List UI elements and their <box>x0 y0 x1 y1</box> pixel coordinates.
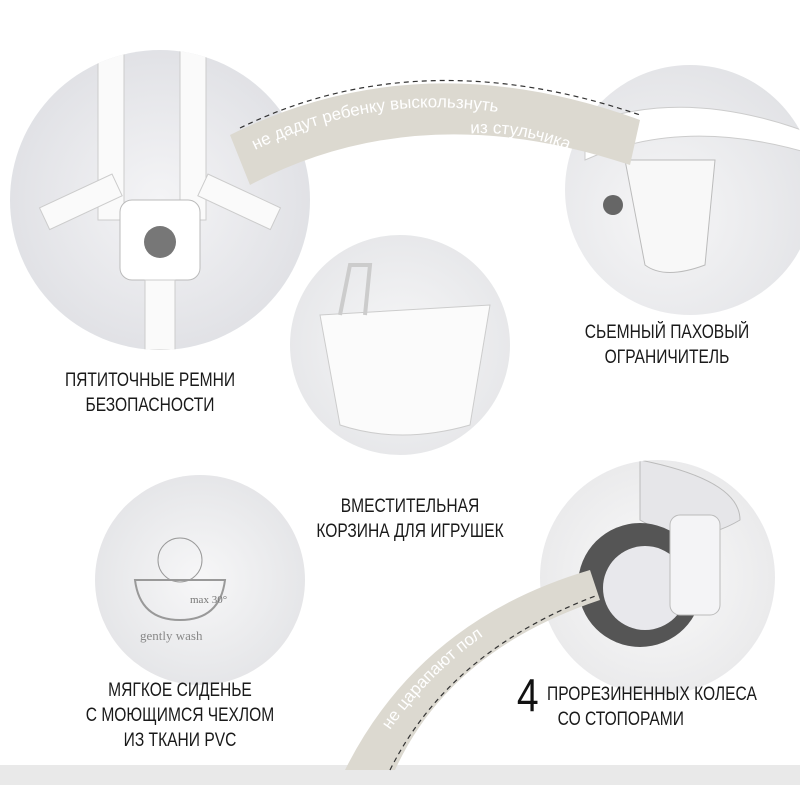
svg-text:не царапают пол: не царапают пол <box>378 624 486 733</box>
wash-label: gently wash <box>140 628 203 643</box>
harness-caption: ПЯТИТОЧНЫЕ РЕМНИ БЕЗОПАСНОСТИ <box>52 368 249 418</box>
caption-line: ПРОРЕЗИНЕННЫХ КОЛЕСА <box>547 684 757 705</box>
caption-line: ОГРАНИЧИТЕЛЬ <box>604 347 730 368</box>
caption-line: СЬЕМНЫЙ ПАХОВЫЙ <box>584 322 750 343</box>
caption-line: ИЗ ТКАНИ PVC <box>123 730 237 751</box>
wheels-count: 4 <box>516 669 539 721</box>
caption-line: ПЯТИТОЧНЫЕ РЕМНИ <box>64 370 236 391</box>
wheel-photo <box>540 460 775 695</box>
caption-line: МЯГКОЕ СИДЕНЬЕ <box>108 680 252 701</box>
basket-photo <box>290 235 510 455</box>
crotch-restraint-photo <box>565 65 800 315</box>
seat-caption: МЯГКОЕ СИДЕНЬЕ С МОЮЩИМСЯ ЧЕХЛОМ ИЗ ТКАН… <box>82 678 279 753</box>
basket-caption: ВМЕСТИТЕЛЬНАЯ КОРЗИНА ДЛЯ ИГРУШЕК <box>295 494 525 544</box>
max-temp-label: max 30° <box>190 594 227 606</box>
caption-line: БЕЗОПАСНОСТИ <box>85 395 215 416</box>
arc-top-text-2: из стульчика <box>470 118 574 154</box>
svg-text:из стульчика: из стульчика <box>470 118 574 154</box>
harness-photo <box>10 50 310 350</box>
crotch-caption: СЬЕМНЫЙ ПАХОВЫЙ ОГРАНИЧИТЕЛЬ <box>569 320 766 370</box>
caption-line: С МОЮЩИМСЯ ЧЕХЛОМ <box>85 705 275 726</box>
caption-line: КОРЗИНА ДЛЯ ИГРУШЕК <box>316 521 504 542</box>
caption-line: СО СТОПОРАМИ <box>557 709 684 730</box>
wheels-caption: ПРОРЕЗИНЕННЫХ КОЛЕСА СО СТОПОРАМИ <box>547 682 757 732</box>
arc-bottom-text: не царапают пол <box>378 624 486 733</box>
caption-line: ВМЕСТИТЕЛЬНАЯ <box>340 496 480 517</box>
bottom-band <box>0 765 800 785</box>
seat-cover-photo: max 30° gently wash <box>95 475 305 685</box>
buckle-button-icon <box>144 226 176 258</box>
